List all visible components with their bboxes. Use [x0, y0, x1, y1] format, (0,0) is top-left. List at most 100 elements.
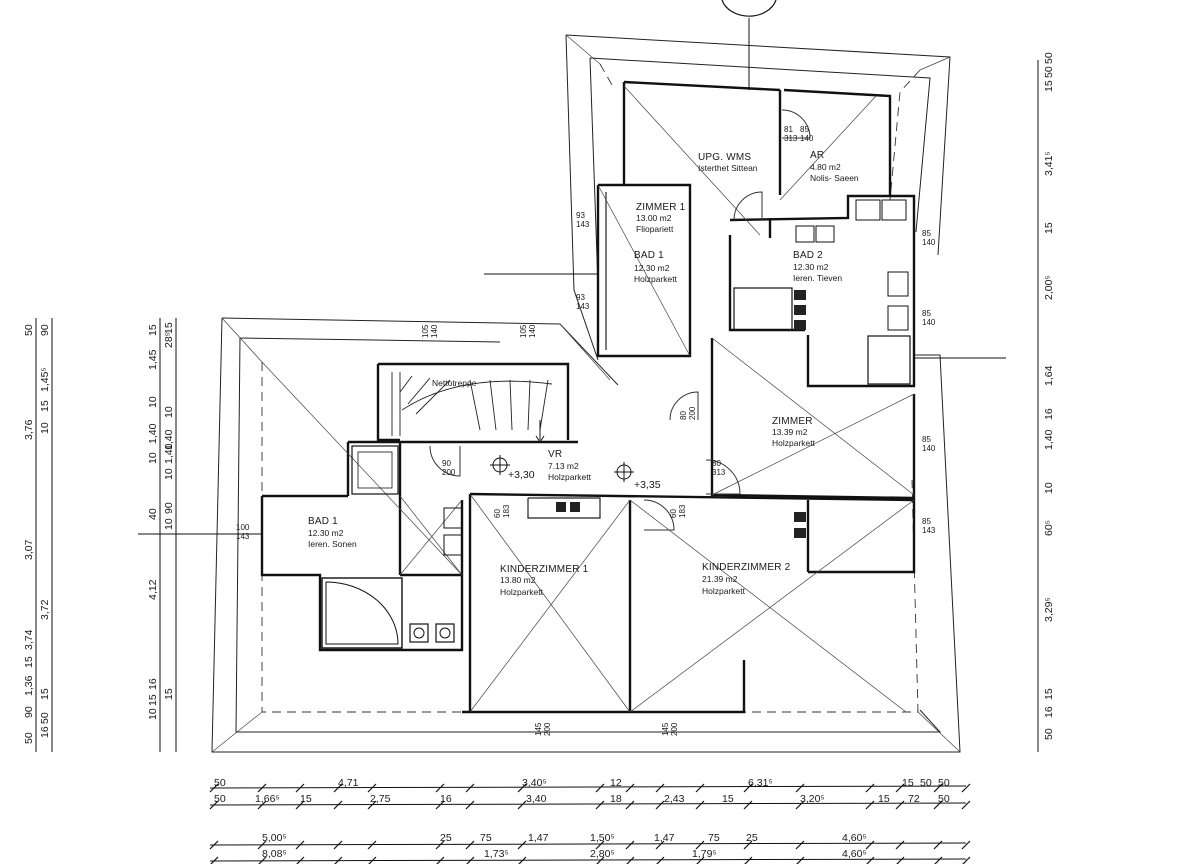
dim-tick	[695, 783, 705, 793]
dim-tick	[865, 840, 875, 850]
door-mark-d14-height: 183	[502, 504, 511, 518]
door-mark-d6-width: 80	[679, 411, 688, 420]
door-mark-d8-height: 313	[712, 468, 726, 477]
door-mark-d6-height: 200	[688, 406, 697, 420]
room-zimmer3-name: ZIMMER	[772, 416, 813, 427]
dim-left-inner-7: 10	[163, 518, 175, 530]
dim-bottom-row2-0: 50	[214, 793, 226, 805]
dim-tick	[743, 783, 753, 793]
dim-bottom-row3-8: 4,60⁵	[842, 832, 867, 844]
room-upg-wms-name: UPG. WMS	[698, 152, 751, 163]
dim-tick	[595, 800, 605, 810]
dim-tick	[744, 856, 753, 864]
dim-tick	[435, 800, 445, 810]
dim-tick	[933, 800, 943, 810]
room-bad2-name: BAD 2	[793, 250, 823, 261]
dim-left-inner-3: 1,40	[163, 429, 175, 450]
dim-bottom-row1-0: 50	[214, 777, 226, 789]
dim-left-far-0: 15	[147, 324, 159, 336]
room-kinder1-area: 13.80 m2	[500, 575, 536, 585]
dim-right-0: 15	[1043, 80, 1055, 92]
room-upg-wms-sub: Isterthet Sittean	[698, 163, 758, 173]
dim-left-inner-4: 1,40	[163, 443, 175, 464]
dim-tick	[367, 840, 377, 850]
dim-tick	[896, 856, 905, 864]
dim-right-1: 50	[1043, 66, 1055, 78]
dim-right-9: 10	[1043, 482, 1055, 494]
dim-left-mid-2: 15	[39, 400, 51, 412]
dim-bottom-row2-7: 2,43	[664, 793, 685, 805]
dim-bottom-row2-4: 16	[440, 793, 452, 805]
door-mark-d16-width: 145	[534, 722, 543, 736]
room-ar-area: 4.80 m2	[810, 162, 841, 172]
dim-bottom-row4-3: 1,79⁵	[692, 848, 717, 860]
dim-tick	[695, 800, 705, 810]
room-zimmer1-floor: Fliopariett	[636, 224, 674, 234]
dim-tick	[209, 800, 219, 810]
dim-right-12: 15	[1043, 688, 1055, 700]
dim-tick	[933, 840, 943, 850]
dim-right-8: 1,40	[1043, 429, 1055, 450]
door-mark-d13-height: 143	[236, 532, 250, 541]
door-mark-d18-height: 140	[800, 134, 814, 143]
sanitary-fixtures	[321, 199, 911, 649]
dim-tick	[367, 783, 377, 793]
dim-bottom-row2-2: 15	[300, 793, 312, 805]
dim-left-far-9: 10	[147, 708, 159, 720]
room-bad2-area: 12.30 m2	[793, 262, 829, 272]
dim-bottom-row2-6: 18	[610, 793, 622, 805]
dim-tick	[625, 840, 635, 850]
section-lines	[138, 273, 1006, 535]
room-bad1-left-area: 12.30 m2	[308, 528, 344, 538]
dim-left-outer-7: 50	[23, 732, 35, 744]
dim-bottom-row3-6: 75	[708, 832, 720, 844]
dim-tick	[655, 840, 665, 850]
dim-right-10: 60⁵	[1043, 520, 1055, 536]
dim-bottom-row4-4: 4,60⁵	[842, 848, 867, 860]
dim-right-5: 2,00⁵	[1043, 275, 1055, 300]
dim-tick	[795, 783, 805, 793]
dim-bottom-row4-0: 8,08⁵	[262, 848, 287, 860]
dim-bottom-row3-7: 25	[746, 832, 758, 844]
dim-bottom-row2-1: 1,66⁵	[255, 793, 280, 805]
door-mark-d18-width: 85	[800, 125, 809, 134]
room-bad2-floor: Ieren. Tieven	[793, 273, 842, 283]
dim-left-far-8: 15	[147, 694, 159, 706]
dim-tick	[895, 783, 905, 793]
dim-left-inner-6: 90	[163, 502, 175, 514]
dimension-labels-right: 1550503,41⁵152,00⁵1,64161,401060⁵3,29⁵15…	[1043, 52, 1055, 740]
dim-tick	[695, 840, 705, 850]
dim-tick	[962, 856, 971, 864]
door-mark-d16-height: 200	[543, 722, 552, 736]
door-mark-d4-height: 140	[430, 324, 439, 338]
dim-tick	[295, 840, 305, 850]
dim-tick	[743, 840, 753, 850]
door-mark-d10-width: 85	[922, 309, 931, 318]
dim-tick	[465, 840, 475, 850]
level-label-2: +3,35	[634, 479, 661, 491]
dim-tick	[655, 800, 665, 810]
dim-left-mid-5: 15	[39, 688, 51, 700]
dim-tick	[257, 783, 267, 793]
dim-tick	[865, 783, 875, 793]
door-mark-d2-height: 143	[576, 220, 590, 229]
dim-tick	[257, 800, 267, 810]
dimension-lines-bottom	[209, 785, 967, 862]
dim-tick	[435, 840, 445, 850]
dim-tick	[795, 840, 805, 850]
dim-tick	[795, 800, 805, 810]
dim-bottom-row2-12: 50	[938, 793, 950, 805]
door-mark-d1-height: 313	[784, 134, 798, 143]
dim-bottom-row2-10: 15	[878, 793, 890, 805]
door-mark-d17-height: 200	[670, 722, 679, 736]
room-zimmer3-area: 13.39 m2	[772, 427, 808, 437]
room-kinder2-name: KINDERZIMMER 2	[702, 562, 791, 573]
dim-bottom-row1-1: 4,71	[338, 777, 359, 789]
dim-left-outer-0: 50	[23, 324, 35, 336]
north-marker-icon	[721, 0, 777, 90]
dim-tick	[933, 783, 943, 793]
room-kinder1-floor: Holzparkett	[500, 587, 544, 597]
staircase	[391, 372, 553, 443]
dim-tick	[895, 840, 905, 850]
